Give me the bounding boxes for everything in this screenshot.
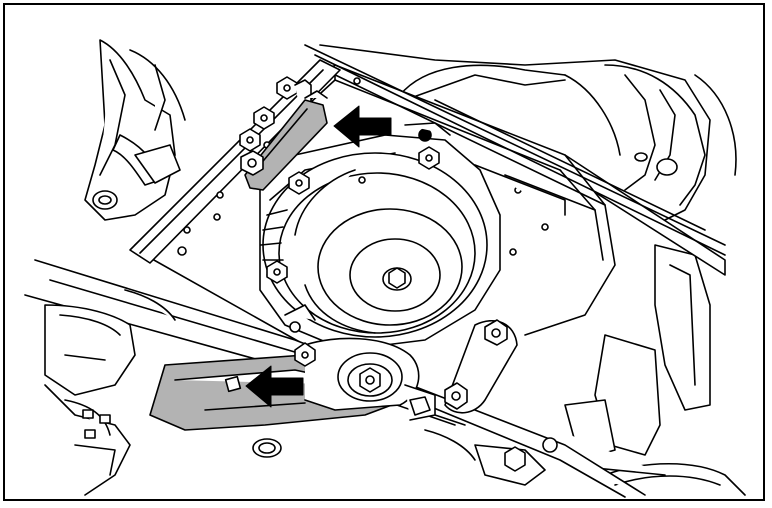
figure-frame	[3, 3, 765, 501]
left-chute	[45, 305, 135, 495]
belt-pulley	[295, 338, 419, 410]
deck-pulley-illustration	[5, 5, 763, 499]
left-housing	[85, 40, 185, 220]
